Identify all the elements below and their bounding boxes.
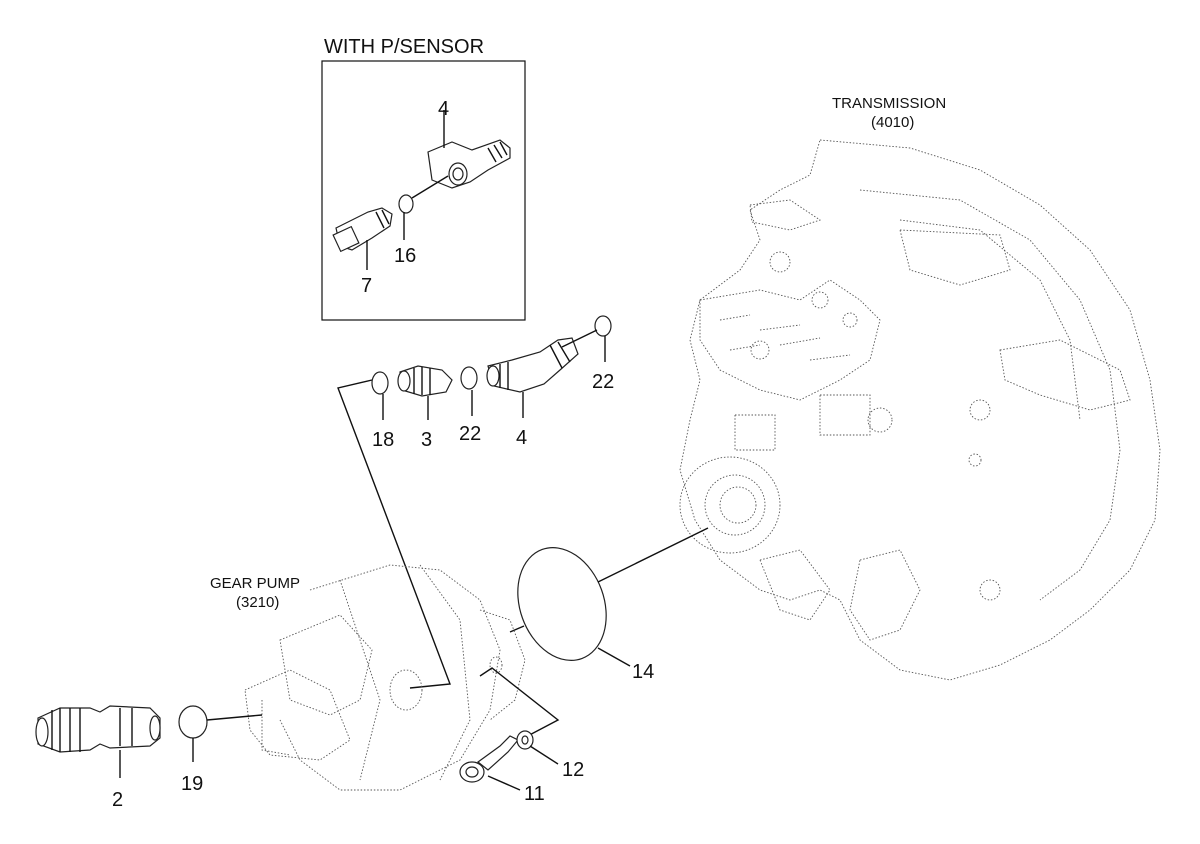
inset-p-sensor: WITH P/SENSOR 4 16 7 — [321, 36, 526, 321]
callout-11: 11 — [524, 783, 545, 805]
callout-inset-4: 4 — [438, 98, 449, 120]
callout-19: 19 — [181, 773, 203, 795]
o-ring-16 — [398, 194, 414, 214]
callout-3: 3 — [421, 429, 432, 451]
o-ring-18 — [371, 371, 389, 395]
o-ring-22-middle — [460, 366, 478, 390]
leader-18-to-pump — [337, 379, 451, 689]
leader-11 — [487, 775, 521, 791]
o-ring-22-right — [594, 315, 612, 337]
o-ring-19 — [178, 705, 208, 739]
transmission-label: TRANSMISSION — [832, 95, 946, 112]
leader-14 — [597, 647, 631, 667]
connector-3 — [397, 365, 453, 397]
callout-14: 14 — [632, 661, 654, 683]
leader-bracket-11-12 — [479, 667, 560, 741]
transmission-code: (4010) — [871, 114, 914, 131]
transmission-housing — [679, 139, 1161, 681]
fitting-2 — [35, 705, 161, 753]
leader-12 — [529, 745, 559, 765]
callout-18: 18 — [372, 429, 394, 451]
callout-12: 12 — [562, 759, 584, 781]
gear-pump — [244, 564, 526, 791]
callout-inset-7: 7 — [361, 275, 372, 297]
leader-14-to-pump — [509, 625, 525, 633]
gear-pump-code: (3210) — [236, 594, 279, 611]
leader-14-to-port — [597, 527, 709, 583]
elbow-adapter-4 — [486, 337, 579, 393]
o-ring-14 — [517, 547, 607, 661]
callout-inset-16: 16 — [394, 245, 416, 267]
gear-pump-label: GEAR PUMP — [210, 575, 300, 592]
callout-2: 2 — [112, 789, 123, 811]
inset-frame — [321, 60, 526, 321]
leader-22-right-link — [561, 329, 598, 348]
inset-title: WITH P/SENSOR — [324, 36, 484, 58]
leader-19-link — [206, 714, 263, 721]
leader-inset-16-link — [411, 175, 449, 199]
pressure-sensor-7 — [332, 207, 393, 253]
callout-22-middle: 22 — [459, 423, 481, 445]
bolt-11 — [459, 735, 519, 783]
washer-12 — [516, 730, 534, 750]
callout-4: 4 — [516, 427, 527, 449]
callout-22-right: 22 — [592, 371, 614, 393]
inset-adapter-fitting — [427, 139, 511, 189]
